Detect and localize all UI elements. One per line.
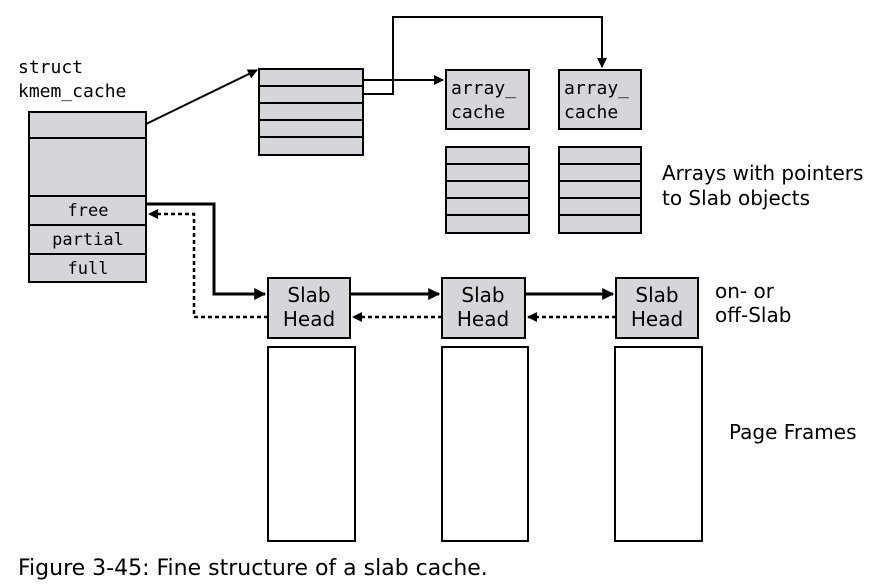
kmem-cache-label-line1: struct (18, 57, 83, 78)
arrow-cache-to-array (145, 69, 258, 125)
kmem-cache-struct (28, 111, 147, 283)
arrow-to-array-cache-2 (363, 16, 607, 95)
slab-note-line1: on- or (715, 279, 775, 303)
slab-head-3 (615, 277, 699, 339)
field-full: full (68, 259, 109, 279)
slab-head-3-line1: Slab (635, 283, 678, 307)
array-cache-2-line1: array_ (564, 78, 629, 99)
arrow-free-to-slab-1 (146, 202, 267, 300)
slab-head-1 (267, 277, 351, 339)
array-cache-1-line2: cache (451, 102, 505, 123)
arrays-note-line2: to Slab objects (662, 186, 810, 210)
array-cache-box-2 (558, 69, 642, 130)
field-partial: partial (52, 230, 124, 250)
object-pointer-array-2 (558, 146, 642, 234)
slab-head-2-line2: Head (457, 307, 509, 331)
arrays-note-line1: Arrays with pointers (662, 161, 863, 185)
slab-head-1-line2: Head (283, 307, 335, 331)
array-cache-1-line1: array_ (451, 78, 516, 99)
field-free: free (68, 201, 109, 221)
slab-head-3-line2: Head (631, 307, 683, 331)
cpu-pointer-array (258, 68, 364, 156)
slab-head-1-line1: Slab (287, 283, 330, 307)
slab-head-2 (441, 277, 526, 339)
kmem-cache-label-line2: kmem_cache (18, 81, 126, 102)
page-frame-1 (267, 346, 356, 542)
page-frame-3 (614, 346, 703, 542)
object-pointer-array-1 (445, 146, 530, 234)
slab-note-line2: off-Slab (715, 303, 791, 327)
slab-head-2-line1: Slab (461, 283, 504, 307)
array-cache-2-line2: cache (564, 102, 618, 123)
array-cache-box-1 (445, 69, 530, 130)
figure-caption: Figure 3-45: Fine structure of a slab ca… (18, 556, 488, 581)
page-frame-2 (441, 346, 529, 542)
back-arrow-slab-1-to-free (148, 209, 268, 319)
page-frames-label: Page Frames (729, 420, 857, 444)
